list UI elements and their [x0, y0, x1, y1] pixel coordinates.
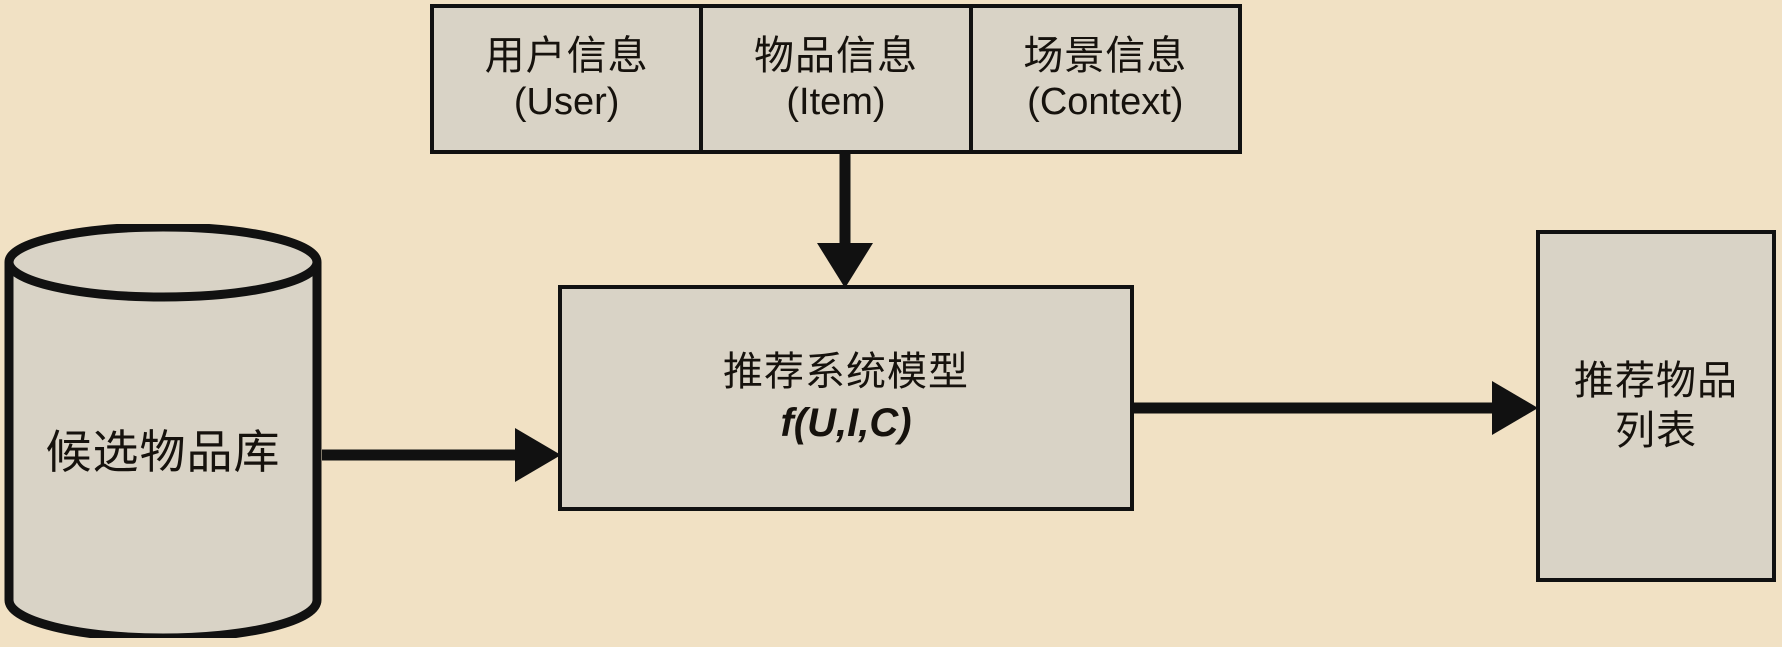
- candidate-store-label: 候选物品库: [45, 426, 281, 478]
- arrow-features-to-model: [817, 150, 873, 288]
- feature-box-context[interactable]: 场景信息 (Context): [970, 4, 1242, 154]
- output-label-line1: 推荐物品: [1574, 359, 1738, 403]
- feature-label-user-cn: 用户信息: [484, 34, 649, 79]
- feature-box-user[interactable]: 用户信息 (User): [430, 4, 702, 154]
- cylinder-shape-icon: [4, 224, 322, 638]
- recommended-item-list-box[interactable]: 推荐物品 列表: [1536, 230, 1776, 582]
- arrow-store-to-model: [322, 428, 561, 482]
- feature-label-item-cn: 物品信息: [753, 34, 918, 79]
- candidate-item-store-cylinder[interactable]: 候选物品库: [4, 224, 322, 638]
- feature-inputs-row: 用户信息 (User) 物品信息 (Item) 场景信息 (Context): [430, 4, 1242, 154]
- feature-box-item[interactable]: 物品信息 (Item): [701, 4, 971, 154]
- feature-label-context-en: (Context): [1027, 81, 1184, 124]
- arrow-model-to-output: [1132, 381, 1538, 435]
- recommender-model-box[interactable]: 推荐系统模型 f(U,I,C): [558, 285, 1134, 511]
- feature-label-user-en: (User): [513, 81, 620, 124]
- model-formula: f(U,I,C): [780, 401, 912, 445]
- feature-label-item-en: (Item): [786, 81, 886, 124]
- model-label-cn: 推荐系统模型: [723, 349, 969, 394]
- output-label-line2: 列表: [1615, 409, 1697, 453]
- feature-label-context-cn: 场景信息: [1023, 34, 1188, 79]
